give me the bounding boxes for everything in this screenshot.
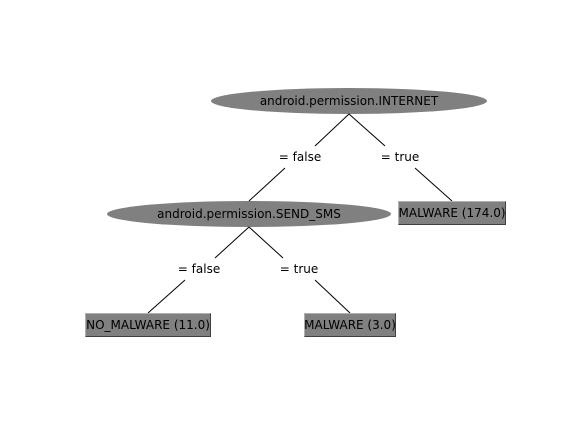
edge-label-internal-true: = true xyxy=(277,262,321,276)
edge-root-true-upper xyxy=(348,113,386,147)
edge-internal-true-lower xyxy=(314,279,351,314)
send-sms-node-shape xyxy=(107,201,391,227)
edge-label-internal-false: = false xyxy=(175,262,223,276)
edge-label-root-false: = false xyxy=(276,150,324,164)
root-node-shape xyxy=(211,88,487,114)
edge-internal-false-lower xyxy=(147,279,186,314)
edge-root-true-lower xyxy=(414,167,453,202)
send-sms-node-label: android.permission.SEND_SMS xyxy=(157,207,341,221)
edge-root-false-lower xyxy=(248,167,286,202)
leaf-malware-3: MALWARE (3.0) xyxy=(304,313,396,337)
root-node-label: android.permission.INTERNET xyxy=(259,94,439,108)
leaf-malware-174: MALWARE (174.0) xyxy=(398,201,506,225)
edge-root-false-upper xyxy=(314,113,350,147)
edge-internal-true-upper xyxy=(248,226,284,259)
edge-label-root-true: = true xyxy=(378,150,422,164)
leaf-no-malware-11: NO_MALWARE (11.0) xyxy=(85,313,211,337)
edge-internal-false-upper xyxy=(214,226,250,259)
